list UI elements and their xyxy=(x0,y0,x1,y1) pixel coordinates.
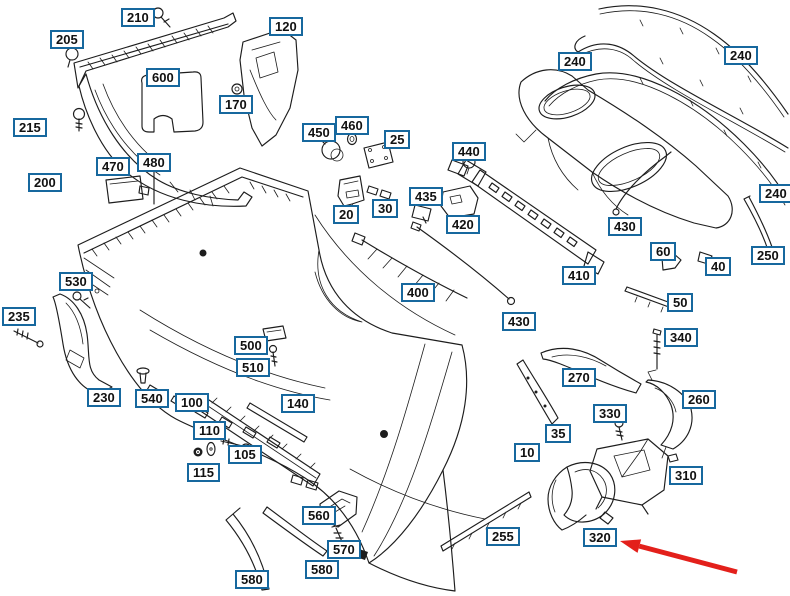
part-label-435[interactable]: 435 xyxy=(409,187,443,206)
part-label-430[interactable]: 430 xyxy=(608,217,642,236)
drawing-diffuser-panel xyxy=(515,69,733,229)
drawing-harness-400 xyxy=(351,232,468,302)
drawing-rivet-235 xyxy=(13,328,44,348)
part-label-530[interactable]: 530 xyxy=(59,272,93,291)
part-label-240-2[interactable]: 240 xyxy=(724,46,758,65)
part-label-340[interactable]: 340 xyxy=(664,328,698,347)
part-label-320[interactable]: 320 xyxy=(583,528,617,547)
drawing-bracket-420 xyxy=(440,185,479,219)
part-label-580[interactable]: 580 xyxy=(305,560,339,579)
part-label-30[interactable]: 30 xyxy=(372,199,399,218)
part-label-510[interactable]: 510 xyxy=(236,358,270,377)
part-label-40[interactable]: 40 xyxy=(705,257,732,276)
part-label-235[interactable]: 235 xyxy=(2,307,36,326)
drawing-strip-50 xyxy=(624,286,680,313)
part-label-250[interactable]: 250 xyxy=(751,246,785,265)
part-label-60[interactable]: 60 xyxy=(650,242,677,261)
part-label-20[interactable]: 20 xyxy=(333,205,360,224)
drawing-bracket-120 xyxy=(231,28,299,147)
part-label-115[interactable]: 115 xyxy=(187,463,220,482)
part-label-470[interactable]: 470 xyxy=(96,157,130,176)
drawing-rod-430-upper xyxy=(612,151,672,216)
part-label-430-2[interactable]: 430 xyxy=(502,312,536,331)
part-label-420[interactable]: 420 xyxy=(446,215,480,234)
part-label-500[interactable]: 500 xyxy=(234,336,268,355)
part-label-170[interactable]: 170 xyxy=(219,95,253,114)
part-label-25[interactable]: 25 xyxy=(384,130,411,149)
part-label-600[interactable]: 600 xyxy=(146,68,180,87)
drawing-bracket-270 xyxy=(540,347,642,394)
part-label-450[interactable]: 450 xyxy=(302,123,336,142)
drawing-clip-540 xyxy=(136,367,150,384)
drawing-washer-110 xyxy=(206,441,216,457)
drawing-strip-140 xyxy=(246,402,308,443)
part-label-410[interactable]: 410 xyxy=(562,266,596,285)
part-label-205[interactable]: 205 xyxy=(50,30,84,49)
drawing-bumper-cover xyxy=(77,167,486,592)
part-label-460[interactable]: 460 xyxy=(335,116,369,135)
drawing-arc-580-left xyxy=(225,507,270,591)
drawing-rod-430-lower xyxy=(410,221,516,306)
drawing-screw-340 xyxy=(652,328,662,370)
part-label-200[interactable]: 200 xyxy=(28,173,62,192)
part-label-140[interactable]: 140 xyxy=(281,394,315,413)
drawing-screw-570 xyxy=(331,524,344,545)
drawing-strip-35 xyxy=(516,359,559,425)
part-label-110[interactable]: 110 xyxy=(193,421,226,440)
part-label-230[interactable]: 230 xyxy=(87,388,121,407)
part-label-240-3[interactable]: 240 xyxy=(759,184,790,203)
part-label-260[interactable]: 260 xyxy=(682,390,716,409)
drawing-arc-580-right xyxy=(262,506,328,557)
part-label-440[interactable]: 440 xyxy=(452,142,486,161)
part-label-105[interactable]: 105 xyxy=(228,445,262,464)
part-label-210[interactable]: 210 xyxy=(121,8,155,27)
drawing-bracket-310 xyxy=(589,438,679,515)
drawing-funnel-320 xyxy=(547,461,616,531)
drawing-fastener-115 xyxy=(193,447,203,457)
part-label-50[interactable]: 50 xyxy=(667,293,694,312)
part-label-240[interactable]: 240 xyxy=(558,52,592,71)
drawing-impact-bar-410 xyxy=(447,159,605,275)
drawing-clip-435 xyxy=(411,204,432,224)
drawing-screw-510 xyxy=(268,344,278,367)
drawing-mouldings-240 xyxy=(544,5,790,206)
part-label-215[interactable]: 215 xyxy=(13,118,47,137)
part-label-35[interactable]: 35 xyxy=(545,424,572,443)
part-label-400[interactable]: 400 xyxy=(401,283,435,302)
part-label-580-2[interactable]: 580 xyxy=(235,570,269,589)
part-label-120[interactable]: 120 xyxy=(269,17,303,36)
part-label-480[interactable]: 480 xyxy=(137,153,171,172)
part-label-255[interactable]: 255 xyxy=(486,527,520,546)
drawing-screw-530 xyxy=(72,288,100,309)
part-label-10[interactable]: 10 xyxy=(514,443,541,462)
drawing-plate-25 xyxy=(363,141,394,169)
part-label-560[interactable]: 560 xyxy=(302,506,336,525)
part-label-270[interactable]: 270 xyxy=(562,368,596,387)
part-label-330[interactable]: 330 xyxy=(593,404,627,423)
drawing-strip-255 xyxy=(440,491,532,552)
part-label-100[interactable]: 100 xyxy=(175,393,209,412)
part-label-310[interactable]: 310 xyxy=(669,466,703,485)
part-label-570[interactable]: 570 xyxy=(327,540,361,559)
part-label-540[interactable]: 540 xyxy=(135,389,169,408)
